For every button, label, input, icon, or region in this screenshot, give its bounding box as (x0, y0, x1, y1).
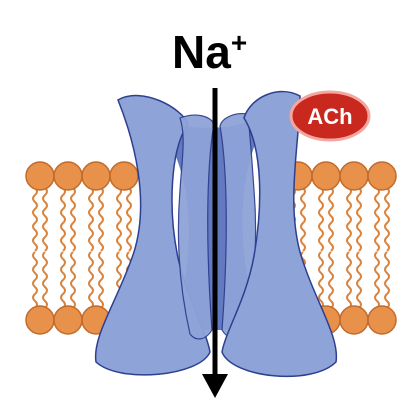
lipid-tail-outer (60, 187, 66, 252)
lipid-tail-outer (70, 187, 76, 252)
phospholipid-head-inner (367, 305, 397, 335)
lipid-tail-outer (126, 187, 132, 252)
ach-label: ACh (307, 104, 352, 129)
phospholipid-head-outer (367, 161, 397, 191)
lipid-tail-outer (88, 187, 94, 252)
lipid-tail-outer (42, 187, 48, 252)
phospholipid-head-inner (339, 305, 369, 335)
lipid-tail-inner (384, 251, 390, 309)
ion-flow-arrow-head (202, 374, 228, 398)
lipid-tail-inner (88, 251, 94, 309)
lipid-tail-outer (328, 187, 334, 252)
ach-ligand (289, 90, 371, 142)
lipid-tail-outer (318, 187, 324, 252)
lipid-tail-inner (98, 251, 104, 309)
lipid-tail-inner (318, 251, 324, 309)
phospholipid-head-outer (109, 161, 139, 191)
lipid-tail-inner (42, 251, 48, 309)
channel-subunit-right (221, 90, 338, 378)
lipid-tail-outer (116, 187, 122, 252)
ion-label: Na+ (172, 26, 247, 78)
lipid-tail-outer (374, 187, 380, 252)
lipid-tail-outer (300, 187, 306, 252)
lipid-tail-outer (32, 187, 38, 252)
lipid-tail-inner (346, 251, 352, 309)
lipid-tail-outer (98, 187, 104, 252)
phospholipid-head-outer (339, 161, 369, 191)
phospholipid-head-inner (25, 305, 55, 335)
lipid-tail-outer (356, 187, 362, 252)
lipid-tail-inner (70, 251, 76, 309)
ion-symbol: Na (172, 26, 231, 78)
lipid-tail-inner (60, 251, 66, 309)
phospholipid-head-outer (25, 161, 55, 191)
lipid-tail-inner (374, 251, 380, 309)
phospholipid-head-inner (53, 305, 83, 335)
lipid-tail-inner (356, 251, 362, 309)
lipid-tail-outer (384, 187, 390, 252)
ion-charge: + (231, 27, 247, 58)
phospholipid-head-outer (53, 161, 83, 191)
phospholipid-head-outer (81, 161, 111, 191)
phospholipid-head-outer (311, 161, 341, 191)
membrane-outer-heads (25, 161, 397, 191)
lipid-tail-outer (346, 187, 352, 252)
lipid-tail-inner (328, 251, 334, 309)
lipid-tail-inner (32, 251, 38, 309)
